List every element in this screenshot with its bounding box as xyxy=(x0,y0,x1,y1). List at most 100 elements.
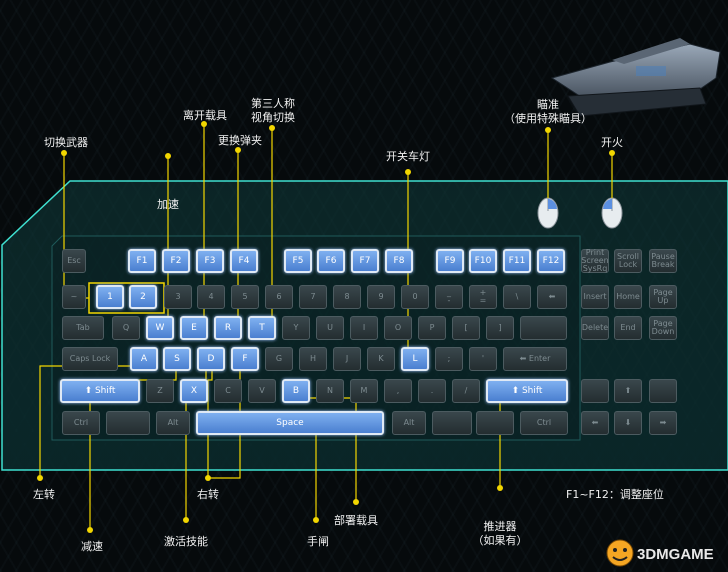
callout-turn-right-hook xyxy=(208,366,241,479)
key-c: C xyxy=(214,379,242,403)
dot-turn-right xyxy=(205,475,211,481)
key-space: Space xyxy=(196,411,384,435)
key-quote: ' xyxy=(469,347,497,371)
key-g: G xyxy=(265,347,293,371)
dot-skill xyxy=(183,517,189,523)
key-lbr: [ xyxy=(452,316,480,340)
key-l: L xyxy=(401,347,429,371)
watermark-logo-icon xyxy=(606,539,634,567)
key-f11: F11 xyxy=(503,249,531,273)
key-t: T xyxy=(248,316,276,340)
key-enter: ⬅ Enter xyxy=(503,347,567,371)
tank-image xyxy=(550,38,721,117)
label-accelerate: 加速 xyxy=(157,198,179,211)
key-scroll: Scroll Lock xyxy=(614,249,642,273)
label-handbrake: 手闸 xyxy=(307,535,329,548)
key-h: H xyxy=(299,347,327,371)
key-delete: Delete xyxy=(581,316,609,340)
key-f2: F2 xyxy=(162,249,190,273)
key-f5: F5 xyxy=(284,249,312,273)
mouse-left-image xyxy=(601,197,623,229)
blank-key xyxy=(432,411,472,435)
key-p: P xyxy=(418,316,446,340)
key-down: ⬇ xyxy=(614,411,642,435)
key-z: Z xyxy=(146,379,174,403)
dot-thruster xyxy=(497,485,503,491)
key-period: . xyxy=(418,379,446,403)
key-ctrl: Ctrl xyxy=(62,411,100,435)
key-n: N xyxy=(316,379,344,403)
key-semi: ; xyxy=(435,347,463,371)
key-f8: F8 xyxy=(385,249,413,273)
key-n4: 4 xyxy=(197,285,225,309)
key-f6: F6 xyxy=(317,249,345,273)
key-f9: F9 xyxy=(436,249,464,273)
key-e: E xyxy=(180,316,208,340)
watermark-text: 3DMGAME xyxy=(637,546,714,563)
key-f12: F12 xyxy=(537,249,565,273)
key-r: R xyxy=(214,316,242,340)
dot-deploy xyxy=(353,499,359,505)
dot-reload xyxy=(235,147,241,153)
key-n5: 5 xyxy=(231,285,259,309)
key-n2: 2 xyxy=(129,285,157,309)
key-ralt: Alt xyxy=(392,411,426,435)
blank-key xyxy=(649,379,677,403)
key-up: ⬆ xyxy=(614,379,642,403)
key-s: S xyxy=(163,347,191,371)
key-j: J xyxy=(333,347,361,371)
key-caps: Caps Lock xyxy=(62,347,118,371)
key-n3: 3 xyxy=(164,285,192,309)
blank-key xyxy=(581,379,609,403)
dot-handbrake xyxy=(313,517,319,523)
key-b: B xyxy=(282,379,310,403)
key-rctrl: Ctrl xyxy=(520,411,568,435)
label-decelerate: 减速 xyxy=(81,540,103,553)
key-m: M xyxy=(350,379,378,403)
label-headlight: 开关车灯 xyxy=(386,150,430,163)
key-tab: Tab xyxy=(62,316,104,340)
key-end: End xyxy=(614,316,642,340)
dot-third-person xyxy=(269,125,275,131)
key-w: W xyxy=(146,316,174,340)
key-i: I xyxy=(350,316,378,340)
dot-headlight xyxy=(405,169,411,175)
key-shift: ⬆ Shift xyxy=(60,379,140,403)
label-thruster: 推进器 （如果有） xyxy=(472,520,528,547)
label-switch-weapon: 切换武器 xyxy=(44,136,88,149)
dot-decelerate xyxy=(87,527,93,533)
key-rshift: ⬆ Shift xyxy=(486,379,568,403)
key-insert: Insert xyxy=(581,285,609,309)
key-o: O xyxy=(384,316,412,340)
key-n8: 8 xyxy=(333,285,361,309)
key-bslash: \ xyxy=(503,285,531,309)
key-f10: F10 xyxy=(469,249,497,273)
label-skill: 激活技能 xyxy=(164,535,208,548)
blank-key xyxy=(106,411,150,435)
key-tilde: ~ xyxy=(62,285,86,309)
key-n0: 0 xyxy=(401,285,429,309)
label-third-person: 第三人称 视角切换 xyxy=(251,97,295,124)
key-comma: , xyxy=(384,379,412,403)
dot-aim xyxy=(545,127,551,133)
blank-key xyxy=(520,316,567,340)
key-plus: + = xyxy=(469,285,497,309)
key-home: Home xyxy=(614,285,642,309)
key-pgup: Page Up xyxy=(649,285,677,309)
key-f3: F3 xyxy=(196,249,224,273)
key-f: F xyxy=(231,347,259,371)
label-reload: 更换弹夹 xyxy=(218,134,262,147)
key-u: U xyxy=(316,316,344,340)
label-turn-right: 右转 xyxy=(197,488,219,501)
blank-key xyxy=(476,411,514,435)
dot-fire xyxy=(609,150,615,156)
key-n6: 6 xyxy=(265,285,293,309)
key-rbr: ] xyxy=(486,316,514,340)
label-leave-vehicle: 离开载具 xyxy=(183,109,227,122)
label-fire: 开火 xyxy=(601,136,623,149)
mouse-right-image xyxy=(537,197,559,229)
key-a: A xyxy=(130,347,158,371)
key-f4: F4 xyxy=(230,249,258,273)
key-prtsc: Print Screen SysRq xyxy=(581,248,609,273)
key-v: V xyxy=(248,379,276,403)
